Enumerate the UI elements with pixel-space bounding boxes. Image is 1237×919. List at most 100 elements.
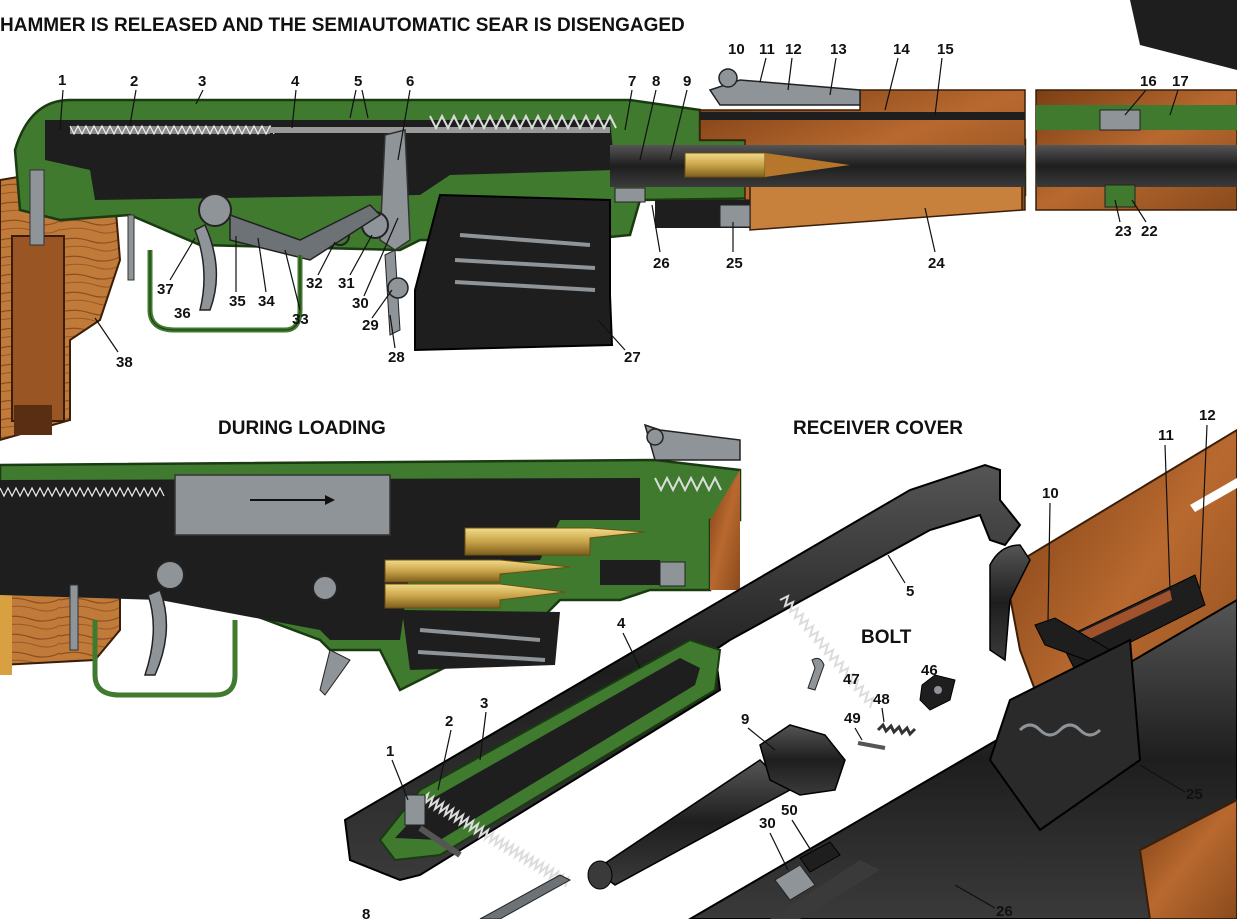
callout-cover-4: 4 <box>617 615 626 632</box>
gas-regulator <box>1104 184 1136 208</box>
callout-top-34: 34 <box>258 293 275 310</box>
callout-top-35: 35 <box>229 293 246 310</box>
callout-top-32: 32 <box>306 275 323 292</box>
cover-recoil-spring <box>419 791 570 888</box>
callout-top-38: 38 <box>116 354 133 371</box>
callout-top-2: 2 <box>130 73 138 90</box>
callout-top-23: 23 <box>1115 223 1132 240</box>
part-50 <box>799 841 841 873</box>
heading-bolt: BOLT <box>861 627 912 648</box>
callout-receiver-25: 25 <box>1186 786 1203 803</box>
callout-top-1: 1 <box>58 72 66 89</box>
gas-cylinder-lock <box>719 204 751 228</box>
callout-top-7: 7 <box>628 73 636 90</box>
callout-top-22: 22 <box>1141 223 1158 240</box>
part-30 <box>774 864 816 901</box>
callout-top-33: 33 <box>292 311 309 328</box>
hammer-pivot <box>198 193 232 227</box>
callout-top-31: 31 <box>338 275 355 292</box>
loading-bolt-carrier <box>174 474 391 536</box>
callout-top-25: 25 <box>726 255 743 272</box>
callout-top-24: 24 <box>928 255 945 272</box>
receiver-cover-group <box>343 463 1022 888</box>
grip-screw <box>127 214 135 281</box>
stock-bolt-screw <box>29 169 45 246</box>
callout-top-29: 29 <box>362 317 379 334</box>
bolt-spring-top <box>429 113 617 131</box>
magazine-top <box>414 193 614 352</box>
callout-cover-5: 5 <box>906 583 914 600</box>
callout-bolt-49: 49 <box>844 710 861 727</box>
barrel-muzzle <box>1036 145 1237 187</box>
bolt-part-47 <box>807 657 825 691</box>
gas-tube <box>700 112 1025 120</box>
catch-pivot <box>387 277 409 299</box>
hammer-spring <box>229 204 382 261</box>
callout-receiver-12: 12 <box>1199 407 1216 424</box>
callout-top-28: 28 <box>388 349 405 366</box>
receiver-interior <box>45 120 615 200</box>
callout-top-30: 30 <box>352 295 369 312</box>
firing-pin-8 <box>479 874 572 919</box>
cover-bolt-spring <box>779 594 875 709</box>
callout-receiver-11: 11 <box>1158 427 1174 444</box>
callout-cover-2: 2 <box>445 713 453 730</box>
callout-bolt-46: 46 <box>921 662 938 679</box>
callout-top-9: 9 <box>683 73 691 90</box>
callout-top-10: 10 <box>728 41 745 58</box>
bolt-head-9 <box>759 724 846 796</box>
receiver-assembly <box>688 428 1237 919</box>
callout-top-5: 5 <box>354 73 362 90</box>
cover-corner <box>1130 0 1237 70</box>
callout-bolt-47: 47 <box>843 671 860 688</box>
recoil-spring-top <box>69 124 610 136</box>
callouts-cover: 1 2 3 4 5 <box>386 554 914 801</box>
callout-top-4: 4 <box>291 73 300 90</box>
front-trunnion-25 <box>988 638 1142 832</box>
callout-receiver-26: 26 <box>996 903 1013 919</box>
loading-cutaway <box>0 423 742 698</box>
top-cutaway <box>0 0 1237 442</box>
magazine-spring-top <box>454 233 596 292</box>
loading-trigger-guard <box>92 620 238 698</box>
callout-top-27: 27 <box>624 349 641 366</box>
stock-buffer <box>11 235 65 422</box>
callout-top-26: 26 <box>653 255 670 272</box>
callout-cover-3: 3 <box>480 695 488 712</box>
callout-top-17: 17 <box>1172 73 1189 90</box>
gas-piston <box>1099 109 1141 131</box>
callout-top-8: 8 <box>652 73 660 90</box>
callout-top-3: 3 <box>198 73 206 90</box>
lower-handguard <box>749 179 1023 231</box>
callouts-receiver: 10 11 12 25 26 30 50 <box>759 407 1216 919</box>
heading-top: HAMMER IS RELEASED AND THE SEMIAUTOMATIC… <box>0 15 685 36</box>
callout-receiver-10: 10 <box>1042 485 1059 502</box>
rear-sight-knob <box>718 68 738 88</box>
callout-top-11: 11 <box>759 41 775 58</box>
bolt-part-48 <box>876 722 917 737</box>
callout-top-15: 15 <box>937 41 954 58</box>
callouts-bolt: 47 46 48 49 9 8 <box>362 662 938 919</box>
bolt-part-49 <box>857 741 886 750</box>
callout-bolt-9: 9 <box>741 711 749 728</box>
loading-trigger <box>143 589 168 676</box>
callout-receiver-30: 30 <box>759 815 776 832</box>
bolt-stop <box>614 187 646 203</box>
callouts-top: 1 2 3 4 5 6 7 8 9 10 11 12 13 14 15 16 1… <box>58 41 1189 371</box>
trigger-top <box>194 223 218 311</box>
heading-receiver-cover: RECEIVER COVER <box>793 418 963 439</box>
callout-top-37: 37 <box>157 281 174 298</box>
callout-top-16: 16 <box>1140 73 1157 90</box>
callout-top-13: 13 <box>830 41 847 58</box>
bolt-parts <box>479 657 956 919</box>
callout-bolt-8: 8 <box>362 906 370 919</box>
callout-top-36: 36 <box>174 305 191 322</box>
lower-handguard-wood <box>1138 798 1237 919</box>
callout-receiver-50: 50 <box>781 802 798 819</box>
callout-cover-1: 1 <box>386 743 394 760</box>
heading-loading: DURING LOADING <box>218 418 386 439</box>
loading-cartridge-2 <box>384 559 571 583</box>
loading-recoil-spring <box>0 486 165 498</box>
